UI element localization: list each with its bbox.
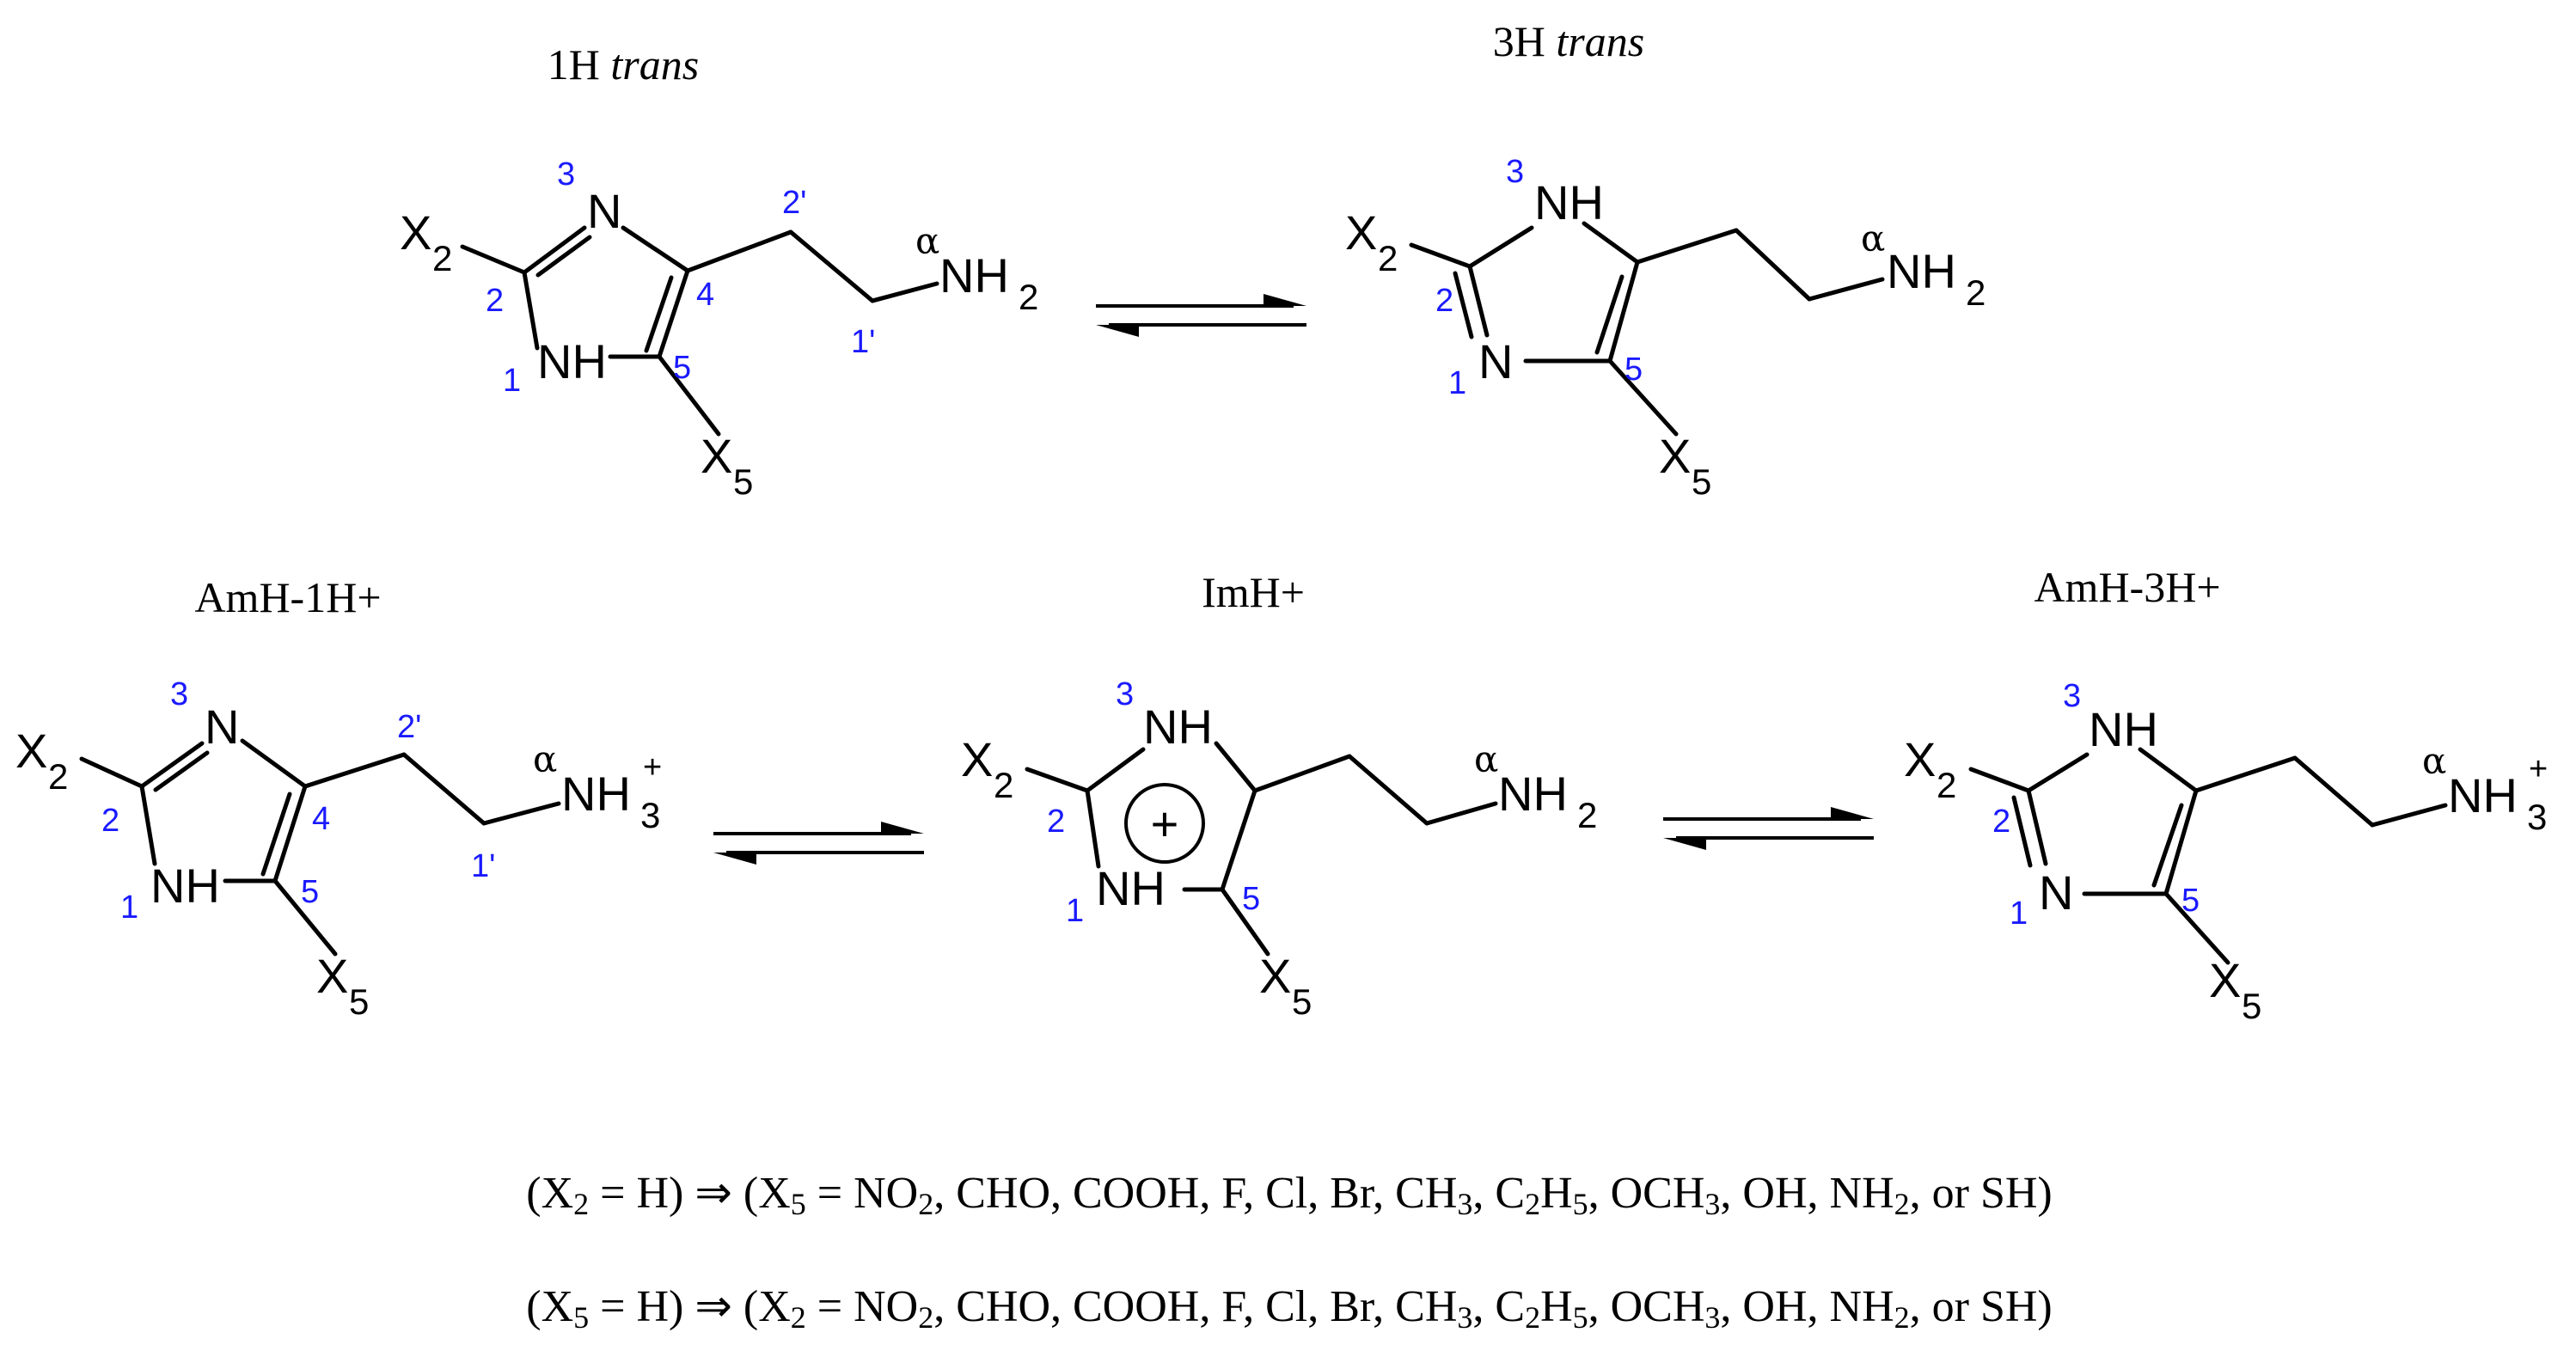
charge-plus: + [1151, 797, 1179, 851]
atom-n3h: NH [1534, 175, 1604, 229]
atom-x2: X [400, 205, 431, 260]
structure-title: ImH+ [1202, 568, 1305, 616]
atom-x2: X [1345, 205, 1377, 260]
atom-nh3-subscript: 3 [2527, 797, 2547, 837]
atom-nh3-subscript: 3 [640, 795, 660, 835]
ammonium-charge: + [2529, 751, 2548, 787]
atom-n1h: NH [537, 334, 607, 388]
atom-nh2: NH [1887, 244, 1956, 298]
locant-2: 2 [101, 803, 119, 839]
structure-1h-trans: 1H trans X 2 N NH α NH 2 X 5 3 2 1 4 5 2… [400, 40, 1038, 502]
atom-n3: N [587, 184, 621, 238]
atom-x5: X [1659, 429, 1691, 483]
molecule-bonds [79, 738, 561, 957]
locant-5: 5 [1242, 881, 1260, 917]
locant-1: 1 [1448, 365, 1466, 401]
alpha-label: α [915, 220, 939, 262]
atom-n1: N [1478, 334, 1513, 388]
atom-n3h: NH [2089, 702, 2158, 756]
alpha-label: α [2422, 740, 2446, 782]
locant-1-prime: 1' [471, 848, 495, 884]
atom-x2-subscript: 2 [994, 765, 1013, 805]
structure-imh: ImH+ + X 2 NH NH α NH 2 X 5 3 2 1 5 [961, 568, 1597, 1022]
locant-2-prime: 2' [397, 709, 421, 745]
locant-3: 3 [170, 676, 188, 712]
locant-2: 2 [1992, 804, 2010, 840]
locant-1: 1 [120, 889, 138, 926]
atom-x2-subscript: 2 [1378, 238, 1398, 278]
locant-5: 5 [301, 874, 319, 910]
locant-5: 5 [1625, 351, 1643, 388]
atom-x5: X [316, 949, 348, 1003]
atom-x2-subscript: 2 [432, 238, 452, 278]
equilibrium-arrow-1 [1096, 294, 1306, 337]
alpha-label: α [533, 738, 557, 780]
molecule-bonds [1409, 221, 1885, 437]
atom-x2: X [961, 732, 993, 786]
charge-circle [1124, 783, 1205, 864]
condition-line-2: (X5 = H) ⇒ (X2 = NO2, CHO, COOH, F, Cl, … [526, 1282, 2053, 1335]
atom-nh2: NH [1498, 767, 1568, 821]
atom-n1h: NH [150, 859, 220, 913]
atom-x5-subscript: 5 [733, 462, 753, 502]
atom-x5-subscript: 5 [1692, 462, 1711, 502]
ammonium-charge: + [643, 749, 662, 785]
molecule-bonds [1968, 747, 2448, 965]
locant-2: 2 [1047, 804, 1065, 840]
alpha-label: α [1861, 217, 1885, 260]
structure-amh-1h: AmH-1H+ X 2 N NH α NH 3 + X 5 3 2 1 4 5 … [15, 573, 662, 1022]
atom-nh3: NH [561, 767, 631, 821]
locant-1: 1 [1066, 893, 1084, 929]
structure-title: AmH-1H+ [194, 573, 381, 621]
structure-title: AmH-3H+ [2034, 563, 2220, 611]
molecule-bonds [1025, 741, 1498, 957]
locant-1: 1 [503, 363, 521, 399]
locant-4: 4 [312, 801, 330, 837]
atom-x2: X [15, 724, 47, 778]
locant-3: 3 [1506, 154, 1524, 190]
locant-2-prime: 2' [782, 185, 806, 221]
locant-5: 5 [673, 350, 691, 386]
equilibrium-arrow-2 [713, 822, 924, 865]
atom-x5-subscript: 5 [1292, 981, 1312, 1022]
atom-x5: X [701, 429, 732, 483]
alpha-label: α [1474, 738, 1498, 780]
atom-nh2: NH [939, 248, 1009, 303]
atom-n1h: NH [1096, 861, 1166, 915]
locant-3: 3 [557, 156, 575, 193]
atom-nh3: NH [2448, 768, 2518, 822]
atom-x2: X [1904, 732, 1936, 786]
atom-x5: X [1259, 949, 1291, 1003]
locant-2: 2 [1435, 283, 1453, 319]
locant-1-prime: 1' [851, 324, 875, 360]
locant-2: 2 [486, 283, 504, 319]
atom-nh2-subscript: 2 [1966, 272, 1986, 313]
atom-x5-subscript: 5 [2242, 986, 2261, 1026]
equilibrium-arrow-3 [1663, 807, 1874, 850]
atom-x2-subscript: 2 [48, 756, 68, 797]
locant-1: 1 [2010, 895, 2028, 932]
locant-3: 3 [1116, 676, 1134, 712]
atom-x2-subscript: 2 [1937, 765, 1956, 805]
locant-5: 5 [2181, 883, 2200, 919]
atom-n1: N [2039, 865, 2073, 920]
atom-n3: N [205, 700, 239, 754]
locant-4: 4 [696, 277, 714, 313]
locant-3: 3 [2063, 678, 2081, 714]
atom-n3h: NH [1143, 700, 1213, 754]
atom-nh2-subscript: 2 [1019, 277, 1038, 317]
molecule-bonds [460, 225, 939, 437]
structure-title: 3H trans [1493, 17, 1644, 65]
structure-amh-3h: AmH-3H+ X 2 NH N α NH 3 + X 5 3 2 1 5 [1904, 563, 2548, 1026]
structure-title: 1H trans [548, 40, 699, 89]
structure-3h-trans: 3H trans X 2 NH N α NH 2 X 5 3 2 1 5 [1345, 17, 1986, 502]
atom-nh2-subscript: 2 [1577, 795, 1597, 835]
atom-x5: X [2209, 953, 2241, 1007]
condition-line-1: (X2 = H) ⇒ (X5 = NO2, CHO, COOH, F, Cl, … [526, 1169, 2053, 1221]
atom-x5-subscript: 5 [349, 981, 369, 1022]
